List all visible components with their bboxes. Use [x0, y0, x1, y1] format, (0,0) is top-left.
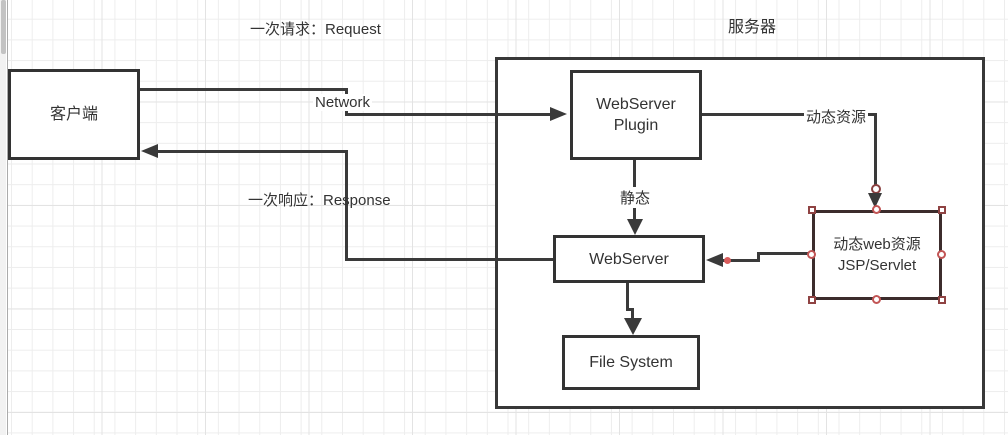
connection-endpoint-dot	[724, 257, 731, 264]
filesystem-connector-segment[interactable]	[626, 283, 629, 311]
arrowhead-right-icon	[550, 107, 567, 121]
request-caption: 一次请求：Request	[250, 21, 381, 38]
filesystem-node[interactable]: File System	[562, 335, 700, 390]
jsp-webserver-connector-segment[interactable]	[722, 259, 759, 262]
selection-handle[interactable]	[808, 296, 816, 304]
selection-handle[interactable]	[872, 205, 881, 214]
canvas-edge-line	[7, 0, 8, 435]
plugin-label-line1: WebServer	[596, 96, 676, 113]
selection-handle[interactable]	[938, 206, 946, 214]
arrowhead-down-icon	[868, 193, 882, 208]
dynamic-resource-label: 动态资源	[804, 106, 869, 127]
arrowhead-left-icon	[706, 253, 723, 267]
arrowhead-left-icon	[141, 144, 158, 158]
selection-handle[interactable]	[807, 250, 816, 259]
client-label: 客户端	[49, 106, 98, 123]
filesystem-connector-segment[interactable]	[631, 308, 634, 320]
response-connector-segment[interactable]	[345, 258, 553, 261]
filesystem-connector-segment[interactable]	[626, 308, 634, 311]
response-connector-segment[interactable]	[345, 150, 348, 261]
selection-handle[interactable]	[938, 296, 946, 304]
vertical-scrollbar[interactable]	[0, 0, 6, 435]
selection-handle[interactable]	[872, 295, 881, 304]
response-connector-segment[interactable]	[157, 150, 348, 153]
jsp-label-line2: JSP/Servlet	[837, 257, 917, 274]
request-connector-segment[interactable]	[345, 113, 552, 116]
webserver-label: WebServer	[589, 250, 669, 268]
scrollbar-thumb[interactable]	[1, 0, 6, 54]
request-connector-segment[interactable]	[140, 88, 348, 91]
dynamic-connector-segment[interactable]	[874, 113, 877, 186]
static-label: 静态	[618, 187, 653, 208]
filesystem-label: File System	[589, 354, 673, 371]
response-caption: 一次响应：Response	[248, 192, 391, 209]
jsp-node[interactable]: 动态web资源 JSP/Servlet	[812, 210, 942, 300]
dynamic-connector-segment[interactable]	[702, 113, 877, 116]
plugin-node[interactable]: WebServer Plugin	[570, 70, 702, 160]
arrowhead-down-icon	[624, 318, 642, 335]
jsp-webserver-connector-segment[interactable]	[757, 252, 760, 262]
selection-handle[interactable]	[937, 250, 946, 259]
network-label: Network	[313, 94, 373, 111]
server-caption: 服务器	[728, 19, 777, 36]
jsp-webserver-connector-segment[interactable]	[757, 252, 812, 255]
client-node[interactable]: 客户端	[8, 69, 140, 160]
webserver-node[interactable]: WebServer	[553, 235, 705, 283]
plugin-label-line2: Plugin	[613, 117, 659, 134]
arrowhead-down-icon	[627, 219, 643, 235]
jsp-label-line1: 动态web资源	[833, 236, 921, 253]
selection-handle[interactable]	[808, 206, 816, 214]
